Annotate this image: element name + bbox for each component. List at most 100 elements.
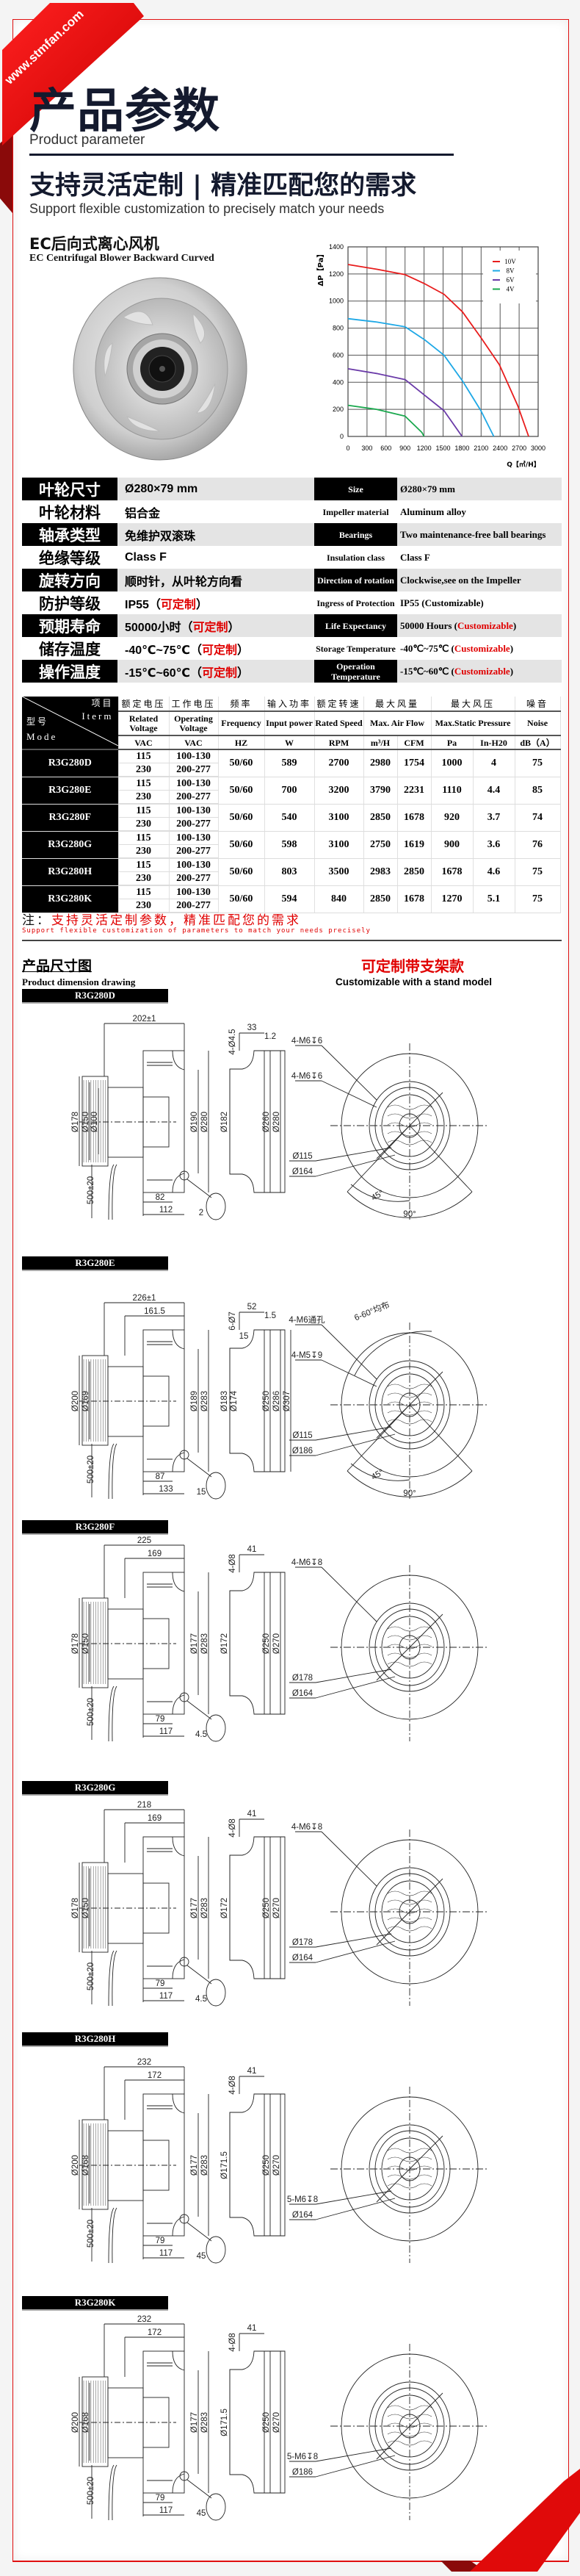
spec-label-cn: 旋转方向 bbox=[22, 569, 117, 591]
cell-pa: 1678 bbox=[431, 858, 474, 886]
subtitle-en: Support flexible customization to precis… bbox=[29, 201, 385, 216]
detail-dimension-label: 2 bbox=[199, 1209, 203, 1217]
spec-label-text: Storage Temperature bbox=[316, 643, 396, 654]
motor-diameter-label: Ø100 bbox=[90, 1112, 99, 1132]
spec-label-en: Ingress of Protection bbox=[314, 591, 397, 614]
value: 3.6 bbox=[487, 838, 501, 850]
model-name: R3G280F bbox=[48, 811, 92, 823]
detail-dimension-label: 45 bbox=[197, 2252, 206, 2261]
ring-flange-label: 15 bbox=[239, 1332, 249, 1341]
value: 2750 bbox=[370, 838, 391, 850]
cell-cfm: 2850 bbox=[397, 858, 432, 886]
spec-label-text: 防护等级 bbox=[39, 594, 101, 613]
spec-label-text: Ingress of Protection bbox=[316, 597, 395, 608]
note-text: 支持灵活定制参数，精准匹配您的需求 bbox=[51, 913, 301, 928]
cable-length-label: 500±20 bbox=[87, 1176, 95, 1204]
x-tick-label: 2700 bbox=[512, 445, 526, 452]
motor-diameter-label: Ø200 bbox=[71, 2412, 80, 2433]
header-en: Max. Air Flow bbox=[363, 711, 432, 736]
value: 50/60 bbox=[229, 811, 253, 823]
page-frame bbox=[12, 19, 569, 2562]
ring-width-label: 41 bbox=[247, 1810, 257, 1818]
operating-voltage: 200-277 bbox=[169, 871, 219, 886]
corner-item-cn: 项目 bbox=[91, 698, 114, 708]
header-text: 额定电压 bbox=[121, 698, 166, 709]
top-dimension-label: 226±1 bbox=[133, 1294, 156, 1303]
spec-label-text: Size bbox=[348, 483, 363, 494]
header-en: Noise bbox=[515, 711, 561, 736]
value: 115 bbox=[136, 777, 151, 789]
customizable-tag: Customizable bbox=[454, 642, 510, 654]
rated-voltage: 230 bbox=[118, 790, 170, 805]
spec-label-text: 叶轮尺寸 bbox=[39, 481, 101, 499]
cell-rpm: 840 bbox=[314, 885, 364, 913]
model-cell: R3G280H bbox=[22, 858, 119, 886]
header-text: Input power bbox=[266, 718, 313, 728]
ring-holes-label: 4-Ø8 bbox=[228, 2076, 237, 2095]
spec-value-text: -40℃~75℃（ bbox=[125, 644, 203, 657]
model-cell: R3G280D bbox=[22, 749, 119, 777]
cell-m3h: 3790 bbox=[363, 777, 398, 805]
axial-dimension-label: 117 bbox=[159, 2506, 173, 2515]
axial-dimension-label: 79 bbox=[156, 1715, 165, 1724]
value: 76 bbox=[532, 838, 543, 850]
impeller-diameter-label: Ø283 bbox=[200, 2155, 209, 2176]
y-tick-label: 0 bbox=[340, 433, 344, 440]
axial-dimension-label: 133 bbox=[159, 1485, 173, 1494]
spec-label-text: 叶轮材料 bbox=[39, 503, 101, 522]
value: 115 bbox=[136, 859, 151, 871]
cell-rpm: 3200 bbox=[314, 777, 364, 805]
ring-outer-diameter-label: Ø270 bbox=[272, 1898, 281, 1918]
unit-text: dB（A） bbox=[520, 737, 555, 748]
spec-value-text: -40℃~75℃ ( bbox=[400, 642, 454, 654]
motor-diameter-label: Ø168 bbox=[81, 2412, 90, 2433]
x-tick-label: 2400 bbox=[493, 445, 507, 452]
value: 75 bbox=[532, 866, 543, 877]
cell-cfm: 1619 bbox=[397, 831, 432, 859]
spec-value-text: 铝合金 bbox=[125, 507, 161, 520]
thread-callout-label: 4-M6通孔 bbox=[289, 1315, 325, 1325]
value: 100-130 bbox=[176, 777, 211, 789]
spec-label-text: Life Expectancy bbox=[325, 620, 386, 631]
value: 115 bbox=[136, 886, 151, 898]
model-cell: R3G280F bbox=[22, 804, 119, 832]
product-name: EC后向式离心风机 bbox=[29, 235, 159, 253]
front-diameter-label: Ø164 bbox=[292, 1168, 313, 1176]
cell-pa: 1270 bbox=[431, 885, 474, 913]
value: 200-277 bbox=[176, 845, 211, 857]
header-text: Max. Air Flow bbox=[369, 718, 425, 728]
unit-cell: In-H20 bbox=[473, 735, 515, 750]
top-dimension-label: 202±1 bbox=[133, 1015, 156, 1023]
value: 3.7 bbox=[487, 811, 501, 823]
legend-label: 10V bbox=[504, 258, 516, 265]
cell-freq: 50/60 bbox=[218, 804, 265, 832]
spec-label-en: Life Expectancy bbox=[314, 614, 397, 637]
spec-label-text: 储存温度 bbox=[39, 640, 101, 658]
axial-dimension-label: 79 bbox=[156, 2237, 165, 2245]
spec-value-cn: 50000小时（可定制） bbox=[117, 614, 314, 637]
series-line-8V bbox=[347, 317, 495, 437]
header-en: Operating Voltage bbox=[169, 711, 219, 736]
spec-value-cn: 免维护双滚珠 bbox=[117, 523, 314, 546]
dimension-heading: 产品尺寸图 bbox=[22, 958, 93, 974]
cell-noise: 75 bbox=[515, 885, 561, 913]
spec-label-text: Impeller material bbox=[322, 506, 389, 517]
cell-m3h: 2980 bbox=[363, 749, 398, 777]
spec-value-text: ) bbox=[510, 642, 514, 654]
spec-value-text: ） bbox=[237, 644, 250, 657]
unit-text: VAC bbox=[134, 737, 153, 748]
value: 840 bbox=[331, 893, 347, 904]
model-banner-label: R3G280E bbox=[75, 1257, 115, 1268]
model-banner-label: R3G280F bbox=[75, 1521, 115, 1532]
operating-voltage: 100-130 bbox=[169, 885, 219, 899]
header-text: Noise bbox=[527, 718, 548, 728]
unit-cell: VAC bbox=[118, 735, 170, 750]
spec-value-text: Class F bbox=[125, 550, 167, 564]
value: 115 bbox=[136, 750, 151, 762]
spec-value-en: Class F bbox=[397, 546, 562, 569]
